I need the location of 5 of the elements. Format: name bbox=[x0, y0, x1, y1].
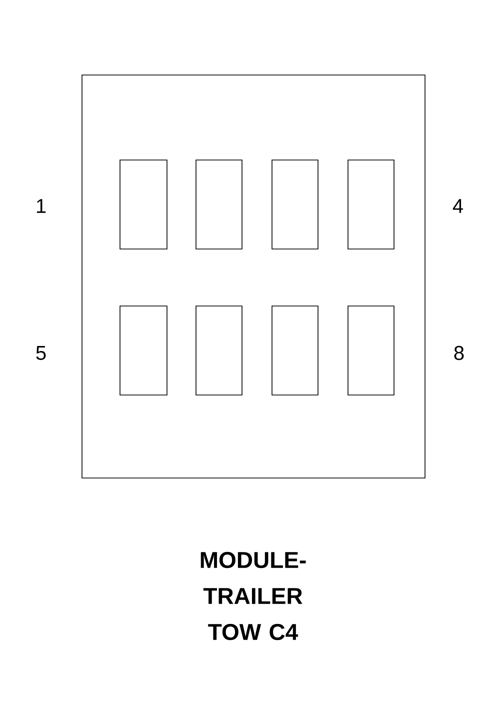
pin-number: 8 bbox=[454, 346, 464, 360]
caption: MODULE- TRAILER TOW C4 bbox=[200, 552, 306, 640]
pin-number: 4 bbox=[452, 199, 463, 213]
pin-number: 1 bbox=[36, 199, 46, 213]
pin-number: 5 bbox=[36, 346, 46, 360]
